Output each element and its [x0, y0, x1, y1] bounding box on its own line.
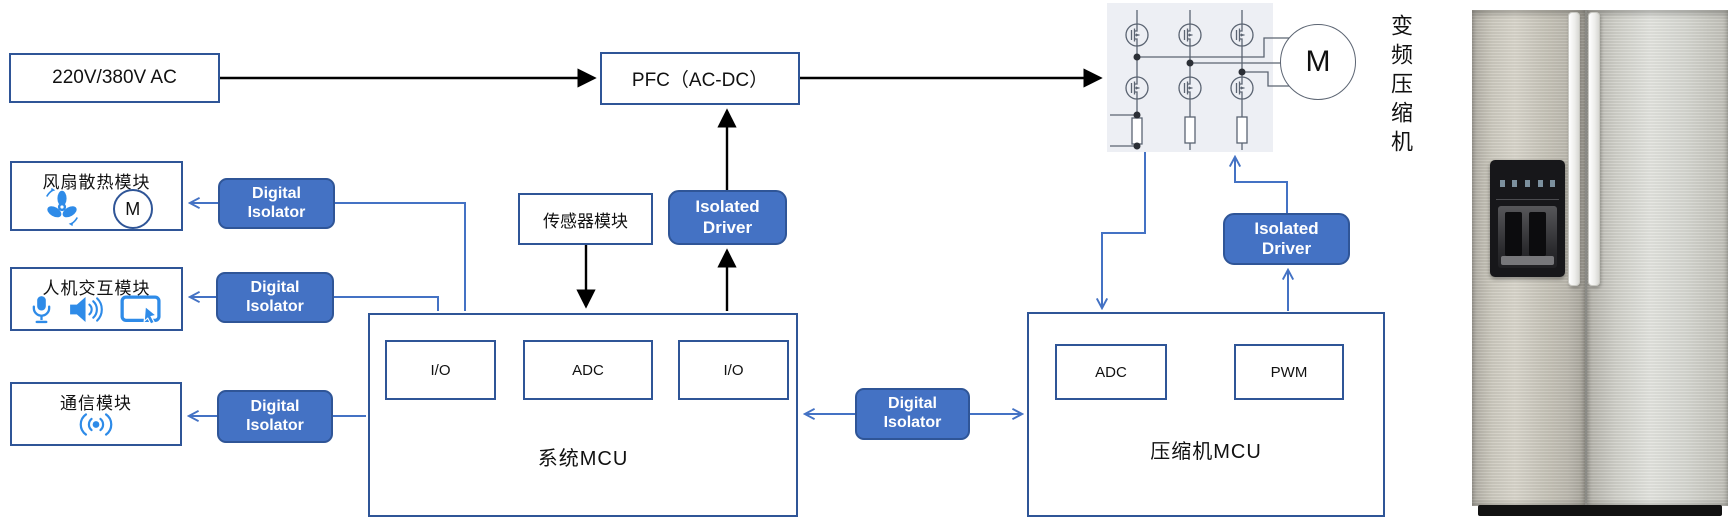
- fridge-dispenser: [1490, 160, 1565, 277]
- ac-input-box: 220V/380V AC: [9, 53, 220, 103]
- isolated-driver-label: Isolated Driver: [1254, 218, 1319, 258]
- speaker-icon: [68, 296, 105, 328]
- system-mcu-io1-box: I/O: [385, 340, 496, 400]
- io-label: I/O: [723, 361, 744, 379]
- digital-isolator-label: Digital Isolator: [247, 184, 306, 221]
- dispenser-pad: [1505, 212, 1522, 256]
- isolated-driver-label: Isolated Driver: [695, 197, 760, 237]
- fridge-base: [1478, 505, 1722, 516]
- touchscreen-icon: [120, 294, 163, 330]
- compressor-caption: 变频压缩机: [1388, 14, 1413, 159]
- compressor-mcu-label: 压缩机MCU: [1150, 441, 1262, 463]
- compressor-mcu-pwm-box: PWM: [1234, 344, 1344, 400]
- inverter-circuit: [1110, 10, 1291, 150]
- hmi-module-label: 人机交互模块: [42, 279, 151, 298]
- digital-isolator-label: Digital Isolator: [246, 278, 304, 315]
- adc-label: ADC: [1095, 363, 1127, 381]
- sensor-module-label: 传感器模块: [543, 211, 628, 231]
- digital-isolator-fan: Digital Isolator: [218, 178, 335, 229]
- dispenser-icon: [1537, 179, 1543, 187]
- sensor-module-box: 传感器模块: [518, 193, 653, 245]
- digital-isolator-hmi: Digital Isolator: [216, 272, 334, 323]
- dispenser-icon: [1524, 179, 1530, 187]
- ac-input-label: 220V/380V AC: [52, 67, 177, 88]
- pfc-label: PFC（AC-DC）: [631, 70, 769, 91]
- system-mcu-box: I/O ADC I/O 系统MCU: [368, 313, 798, 517]
- comm-module-label: 通信模块: [60, 394, 132, 413]
- fridge-right-handle: [1588, 12, 1600, 286]
- system-mcu-adc-box: ADC: [523, 340, 653, 400]
- system-mcu-io2-box: I/O: [678, 340, 789, 400]
- signal-lines: [190, 152, 1288, 416]
- pwm-label: PWM: [1270, 363, 1308, 381]
- pfc-box: PFC（AC-DC）: [600, 52, 800, 105]
- digital-isolator-comm: Digital Isolator: [217, 390, 333, 443]
- dispenser-icon: [1512, 179, 1518, 187]
- fan-icon: [40, 186, 84, 233]
- fan-module-label: 风扇散热模块: [42, 173, 151, 192]
- inverter-motor-circle: M: [1280, 24, 1356, 100]
- dispenser-icon: [1550, 179, 1556, 187]
- fan-module-box: 风扇散热模块: [10, 161, 183, 231]
- refrigerator-image: [1472, 8, 1728, 516]
- dispenser-icon: [1499, 179, 1505, 187]
- dispenser-display: [1496, 167, 1559, 200]
- dispenser-cavity: [1498, 206, 1557, 268]
- isolated-driver-inverter: Isolated Driver: [1223, 213, 1350, 265]
- dispenser-tray: [1501, 256, 1554, 265]
- isolated-driver-pfc: Isolated Driver: [668, 190, 787, 245]
- antenna-icon: [71, 410, 121, 444]
- inverter-motor-label: M: [1305, 45, 1331, 78]
- digital-isolator-label: Digital Isolator: [246, 397, 304, 434]
- hmi-module-box: 人机交互模块: [10, 267, 183, 331]
- fan-motor-label: M: [125, 198, 141, 219]
- dispenser-pad: [1529, 212, 1546, 256]
- comm-module-box: 通信模块: [10, 382, 182, 446]
- power-arrows: [220, 68, 1103, 311]
- digital-isolator-mcu-link: Digital Isolator: [855, 388, 970, 440]
- fridge-right-door: [1587, 10, 1728, 506]
- compressor-mcu-box: ADC PWM 压缩机MCU: [1027, 312, 1385, 517]
- digital-isolator-label: Digital Isolator: [883, 395, 942, 431]
- compressor-mcu-adc-box: ADC: [1055, 344, 1167, 400]
- microphone-icon: [30, 295, 53, 329]
- system-mcu-label: 系统MCU: [537, 448, 629, 470]
- adc-label: ADC: [572, 361, 604, 379]
- fridge-left-handle: [1568, 12, 1580, 286]
- io-label: I/O: [430, 361, 451, 379]
- fan-motor-circle: M: [112, 189, 153, 229]
